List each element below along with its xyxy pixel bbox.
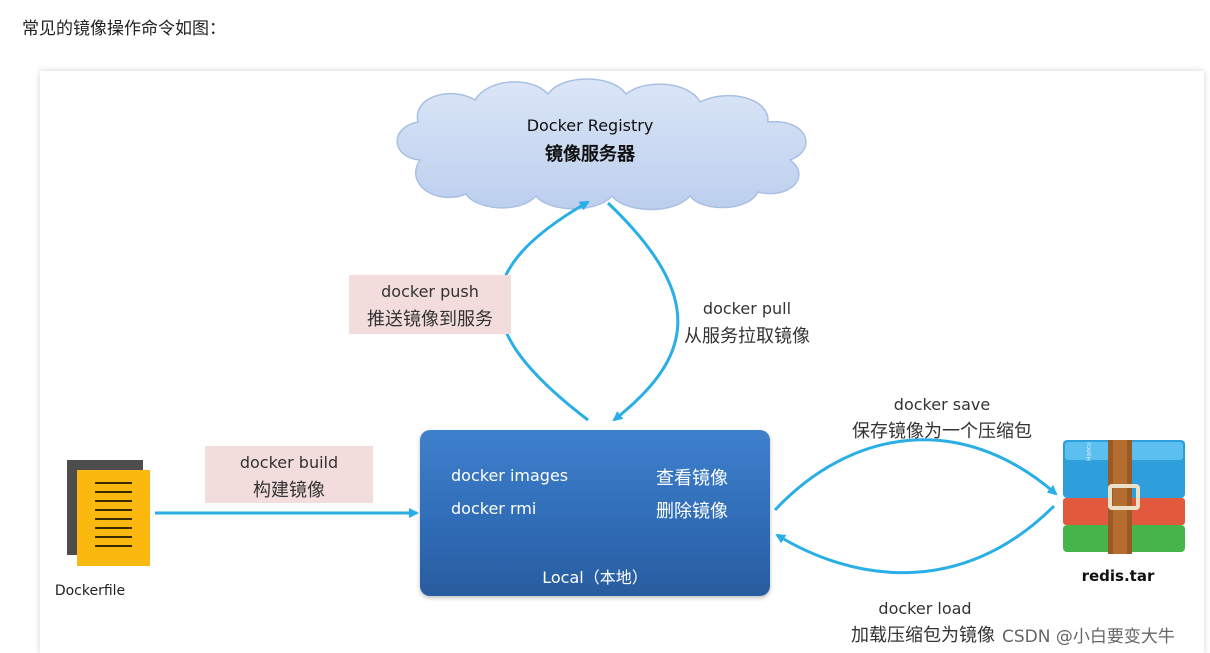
images-desc: 查看镜像: [656, 468, 728, 489]
pull-cmd: docker pull: [702, 299, 792, 318]
archive-label: redis.tar: [1081, 567, 1155, 585]
push-arrow: [498, 200, 590, 422]
archive-icon: [1063, 440, 1185, 554]
save-arrow: [773, 438, 1058, 512]
push-label-bg: [349, 275, 511, 334]
load-arrow: [775, 504, 1056, 575]
local-label: Local（本地）: [542, 568, 648, 587]
load-cmd: docker load: [878, 599, 972, 618]
pull-arrow: [606, 201, 680, 422]
registry-title: Docker Registry: [526, 116, 654, 135]
save-desc: 保存镜像为一个压缩包: [852, 421, 1032, 442]
rmi-cmd: docker rmi: [451, 499, 537, 518]
save-cmd: docker save: [893, 395, 991, 414]
intro-text: 常见的镜像操作命令如图：: [22, 19, 226, 38]
push-cmd: docker push: [381, 282, 479, 301]
local-box: docker images 查看镜像 docker rmi 删除镜像 Local…: [420, 430, 770, 596]
load-desc: 加载压缩包为镜像: [851, 625, 995, 646]
archive-brand: Haocu: [1085, 442, 1093, 461]
registry-subtitle: 镜像服务器: [545, 144, 635, 165]
build-cmd: docker build: [239, 453, 339, 472]
build-desc: 构建镜像: [253, 480, 325, 501]
push-desc: 推送镜像到服务: [367, 309, 493, 330]
rmi-desc: 删除镜像: [656, 501, 728, 522]
dockerfile-icon: [67, 460, 150, 566]
registry-cloud: [396, 78, 807, 211]
dockerfile-label: Dockerfile: [54, 583, 126, 599]
csdn-watermark: CSDN @小白要变大牛: [1002, 627, 1175, 647]
pull-desc: 从服务拉取镜像: [684, 326, 810, 347]
images-cmd: docker images: [451, 466, 569, 485]
build-label-bg: [205, 446, 373, 503]
